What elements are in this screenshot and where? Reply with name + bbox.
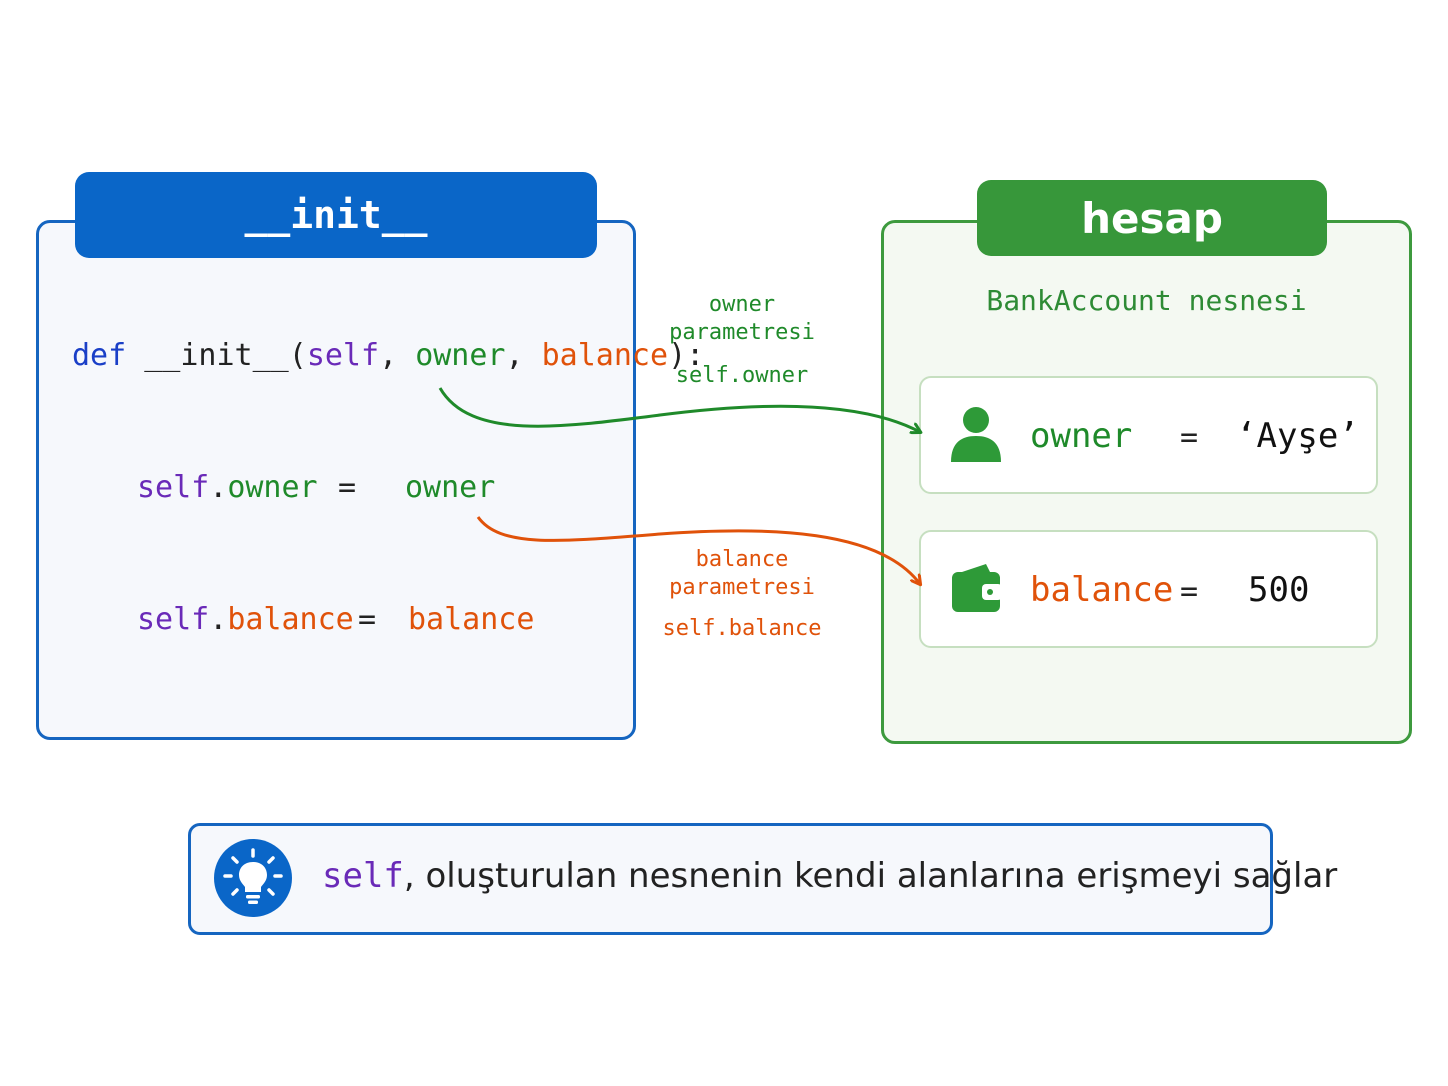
hesap-tab-title: hesap <box>977 180 1327 256</box>
sep: , <box>379 338 416 373</box>
owner-arrow <box>438 387 920 432</box>
equals-sign: = <box>338 470 357 505</box>
tip-box <box>188 823 1273 935</box>
owner-arrow-label-3: self.owner <box>675 363 809 388</box>
balance-arrow <box>476 516 920 584</box>
balance-arrow-label-1: balance <box>695 547 789 572</box>
balance-arrow-label-3: self.balance <box>662 616 822 641</box>
func-name: __init__( <box>126 338 307 373</box>
tip-self-word: self <box>322 856 404 896</box>
dot: . <box>209 602 228 637</box>
self-param: self <box>306 338 380 373</box>
sig-end: ): <box>668 338 705 373</box>
owner-field-value: ‘Ayşe’ <box>1236 416 1359 456</box>
sep: , <box>505 338 542 373</box>
owner-attr: owner <box>227 470 318 505</box>
owner-arrow-label-2: parametresi <box>669 320 815 345</box>
balance-param: balance <box>541 338 669 373</box>
tip-text: self, oluşturulan nesnenin kendi alanlar… <box>322 856 1337 896</box>
balance-attr: balance <box>227 602 354 637</box>
equals-sign: = <box>358 602 377 637</box>
lightbulb-icon <box>213 838 293 922</box>
dot: . <box>209 470 228 505</box>
init-tab-title: __init__ <box>75 172 597 258</box>
init-signature: def __init__(self, owner, balance): <box>72 338 704 373</box>
self-ref: self <box>137 602 210 637</box>
tip-description: , oluşturulan nesnenin kendi alanlarına … <box>403 856 1338 896</box>
code-line-owner: self.owner <box>137 470 318 505</box>
balance-field-box <box>919 530 1378 648</box>
balance-field-value: 500 <box>1248 570 1310 610</box>
init-panel <box>36 220 636 740</box>
def-keyword: def <box>72 338 127 373</box>
owner-value: owner <box>405 470 496 505</box>
equals-sign: = <box>1180 420 1199 455</box>
code-line-balance: self.balance <box>137 602 354 637</box>
owner-field-box <box>919 376 1378 494</box>
wallet-icon <box>950 560 1006 620</box>
owner-arrow-label-1: owner <box>708 292 776 317</box>
equals-sign: = <box>1180 574 1199 609</box>
self-ref: self <box>137 470 210 505</box>
object-subtitle: BankAccount nesnesi <box>986 284 1307 317</box>
person-icon <box>948 404 1004 468</box>
balance-value: balance <box>408 602 535 637</box>
owner-field-name: owner <box>1030 416 1133 456</box>
owner-param: owner <box>415 338 506 373</box>
balance-field-name: balance <box>1030 570 1174 610</box>
balance-arrow-label-2: parametresi <box>669 575 815 600</box>
